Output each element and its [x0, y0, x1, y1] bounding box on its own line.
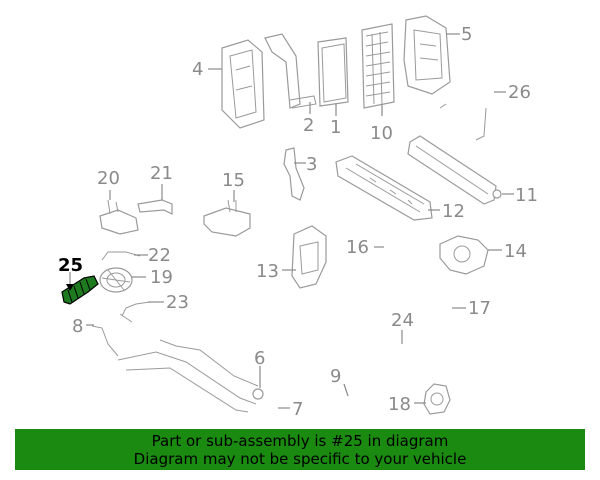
leader-9	[343, 383, 349, 397]
label-20[interactable]: 20	[97, 168, 120, 189]
part-17-hose[interactable]	[434, 285, 450, 373]
part-5-shroud[interactable]	[403, 15, 451, 95]
label-6[interactable]: 6	[254, 348, 265, 369]
part-9-hose[interactable]	[343, 395, 370, 411]
label-19[interactable]: 19	[150, 267, 173, 288]
part-8-pipe[interactable]	[91, 325, 119, 357]
label-5[interactable]: 5	[461, 24, 472, 45]
part-1-condenser[interactable]	[317, 37, 349, 107]
part-21-pipe[interactable]	[137, 199, 173, 215]
part-16-hose[interactable]	[378, 241, 432, 269]
label-1[interactable]: 1	[330, 117, 341, 138]
part-19-fan[interactable]	[99, 267, 133, 293]
part-14-pump[interactable]	[439, 235, 489, 275]
part-20-bracket[interactable]	[99, 199, 139, 235]
label-14[interactable]: 14	[504, 241, 527, 262]
label-15[interactable]: 15	[222, 170, 245, 191]
label-18[interactable]: 18	[388, 394, 411, 415]
label-16[interactable]: 16	[346, 237, 369, 258]
label-2[interactable]: 2	[303, 115, 314, 136]
part-11-intercooler[interactable]	[407, 135, 502, 205]
label-13[interactable]: 13	[256, 261, 279, 282]
part-6-pipe-assembly[interactable]	[117, 339, 264, 413]
label-24[interactable]: 24	[391, 310, 414, 331]
label-17[interactable]: 17	[468, 298, 491, 319]
part-25-hose-highlighted[interactable]	[61, 275, 99, 305]
banner-line-1: Part or sub-assembly is #25 in diagram	[151, 431, 449, 450]
leader-25-arrow	[66, 284, 74, 291]
notice-banner: Part or sub-assembly is #25 in diagram D…	[15, 429, 585, 470]
part-4-bracket[interactable]	[221, 39, 265, 129]
part-10-radiator[interactable]	[361, 23, 395, 109]
label-10[interactable]: 10	[370, 123, 393, 144]
part-22-line[interactable]	[101, 251, 141, 261]
label-8[interactable]: 8	[72, 316, 83, 337]
part-24-hose[interactable]	[371, 345, 409, 367]
part-26-hose[interactable]	[439, 51, 495, 141]
label-21[interactable]: 21	[150, 163, 173, 184]
label-11[interactable]: 11	[515, 185, 538, 206]
part-23-hose[interactable]	[119, 301, 151, 323]
label-7[interactable]: 7	[292, 399, 303, 420]
label-4[interactable]: 4	[192, 59, 203, 80]
part-7-hose[interactable]	[254, 400, 278, 413]
label-9[interactable]: 9	[330, 366, 341, 387]
label-23[interactable]: 23	[166, 292, 189, 313]
label-26[interactable]: 26	[508, 82, 531, 103]
label-3[interactable]: 3	[306, 154, 317, 175]
part-2-bracket[interactable]	[264, 33, 317, 109]
banner-line-2: Diagram may not be specific to your vehi…	[133, 449, 467, 468]
part-12-air-duct[interactable]	[335, 155, 433, 221]
part-3-bracket[interactable]	[283, 147, 305, 201]
part-15-mount[interactable]	[203, 199, 251, 237]
part-13-module[interactable]	[291, 225, 327, 289]
part-18-pump[interactable]	[423, 383, 451, 415]
label-25[interactable]: 25	[58, 255, 83, 276]
parts-diagram: 4 2 1 10 5 26 3	[58, 15, 538, 420]
label-12[interactable]: 12	[442, 201, 465, 222]
label-22[interactable]: 22	[148, 245, 171, 266]
